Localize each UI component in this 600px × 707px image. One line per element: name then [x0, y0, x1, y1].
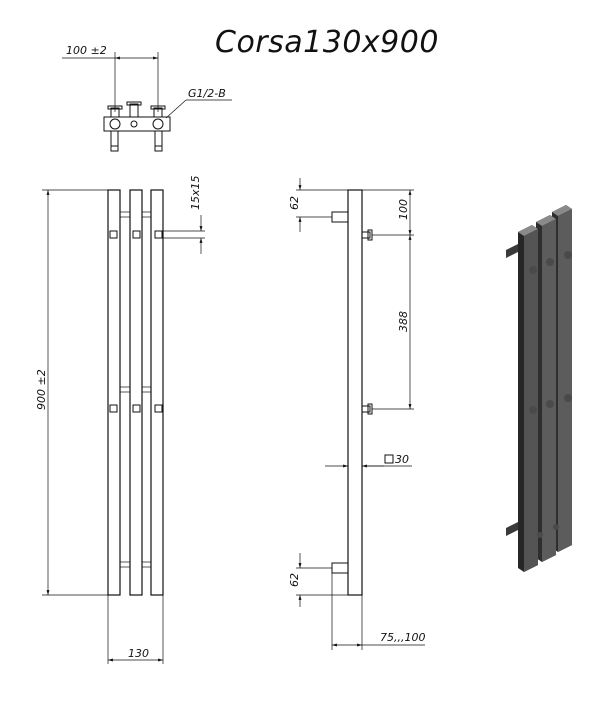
bar-middle	[129, 189, 143, 596]
bar-section-label: 15x15	[189, 175, 202, 210]
front-view: 15x15 900 ±2 130	[35, 175, 205, 664]
thread-label: G1/2-B	[188, 87, 226, 100]
side-tube	[347, 189, 363, 596]
side-view: 62 100 388 30 62 75,,,100	[288, 178, 425, 650]
bar-right	[150, 189, 164, 596]
bracket-spacing-label: 388	[397, 311, 410, 332]
connection-detail: 100 ±2 G1/2-B	[62, 44, 232, 152]
wall-distance-label: 75,,,100	[380, 631, 425, 644]
height-label: 900 ±2	[35, 369, 48, 410]
bar-left	[107, 189, 121, 596]
drawing-title: Corsa130x900	[215, 25, 439, 60]
width-label: 130	[128, 647, 149, 660]
top-offset-label: 62	[288, 196, 301, 210]
product-render	[506, 205, 572, 572]
top-bracket-label: 100	[397, 199, 410, 220]
bottom-offset-label: 62	[288, 573, 301, 587]
connection-spacing-label: 100 ±2	[66, 44, 107, 57]
tube-section-label: 30	[395, 453, 409, 466]
